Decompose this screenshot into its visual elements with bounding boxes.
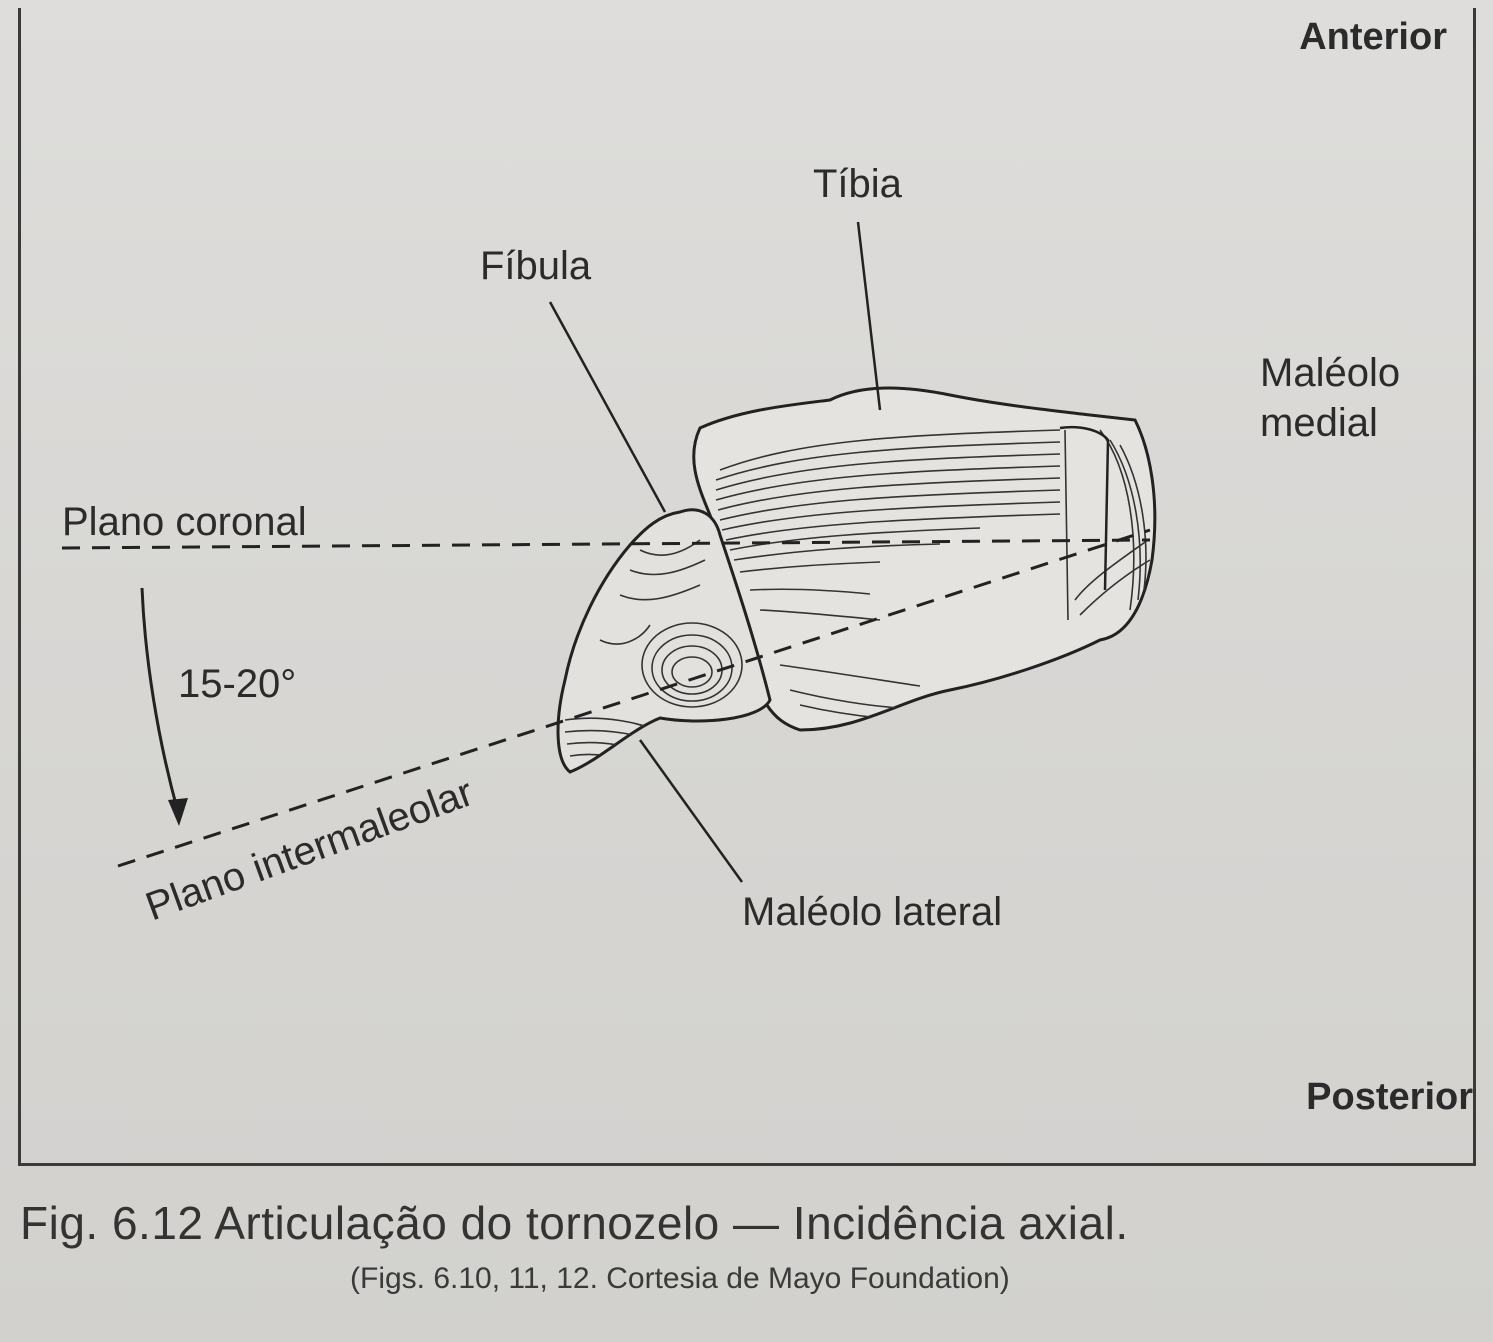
medial-malleolus-line1: Maléolo [1260, 351, 1401, 395]
tibia-label: Tíbia [813, 162, 902, 206]
coronal-plane-label: Plano coronal [62, 500, 307, 544]
intermalleolar-plane-line [117, 528, 1151, 868]
figure-credit: (Figs. 6.10, 11, 12. Cortesia de Mayo Fo… [350, 1262, 1010, 1295]
fibula-leader [548, 301, 667, 513]
fibula-label: Fíbula [480, 244, 592, 288]
figure-caption: Fig. 6.12 Articulação do tornozelo — Inc… [20, 1197, 1129, 1249]
angle-label: 15-20° [178, 662, 297, 706]
posterior-label: Posterior [1306, 1076, 1473, 1118]
rotation-arrowhead [168, 798, 188, 826]
medial-malleolus-line2: medial [1260, 401, 1378, 445]
lateral-malleolus-label: Maléolo lateral [742, 890, 1003, 934]
anterior-label: Anterior [1299, 16, 1447, 58]
rotation-arrow [140, 587, 180, 813]
lateral-malleolus-leader [638, 739, 744, 883]
tibia-leader [856, 221, 882, 411]
medial-malleolus-label: Maléolo medial [1260, 348, 1400, 448]
tibia-shading [715, 429, 1151, 719]
coronal-plane-line [61, 538, 1151, 550]
figure-frame [18, 8, 1476, 1166]
